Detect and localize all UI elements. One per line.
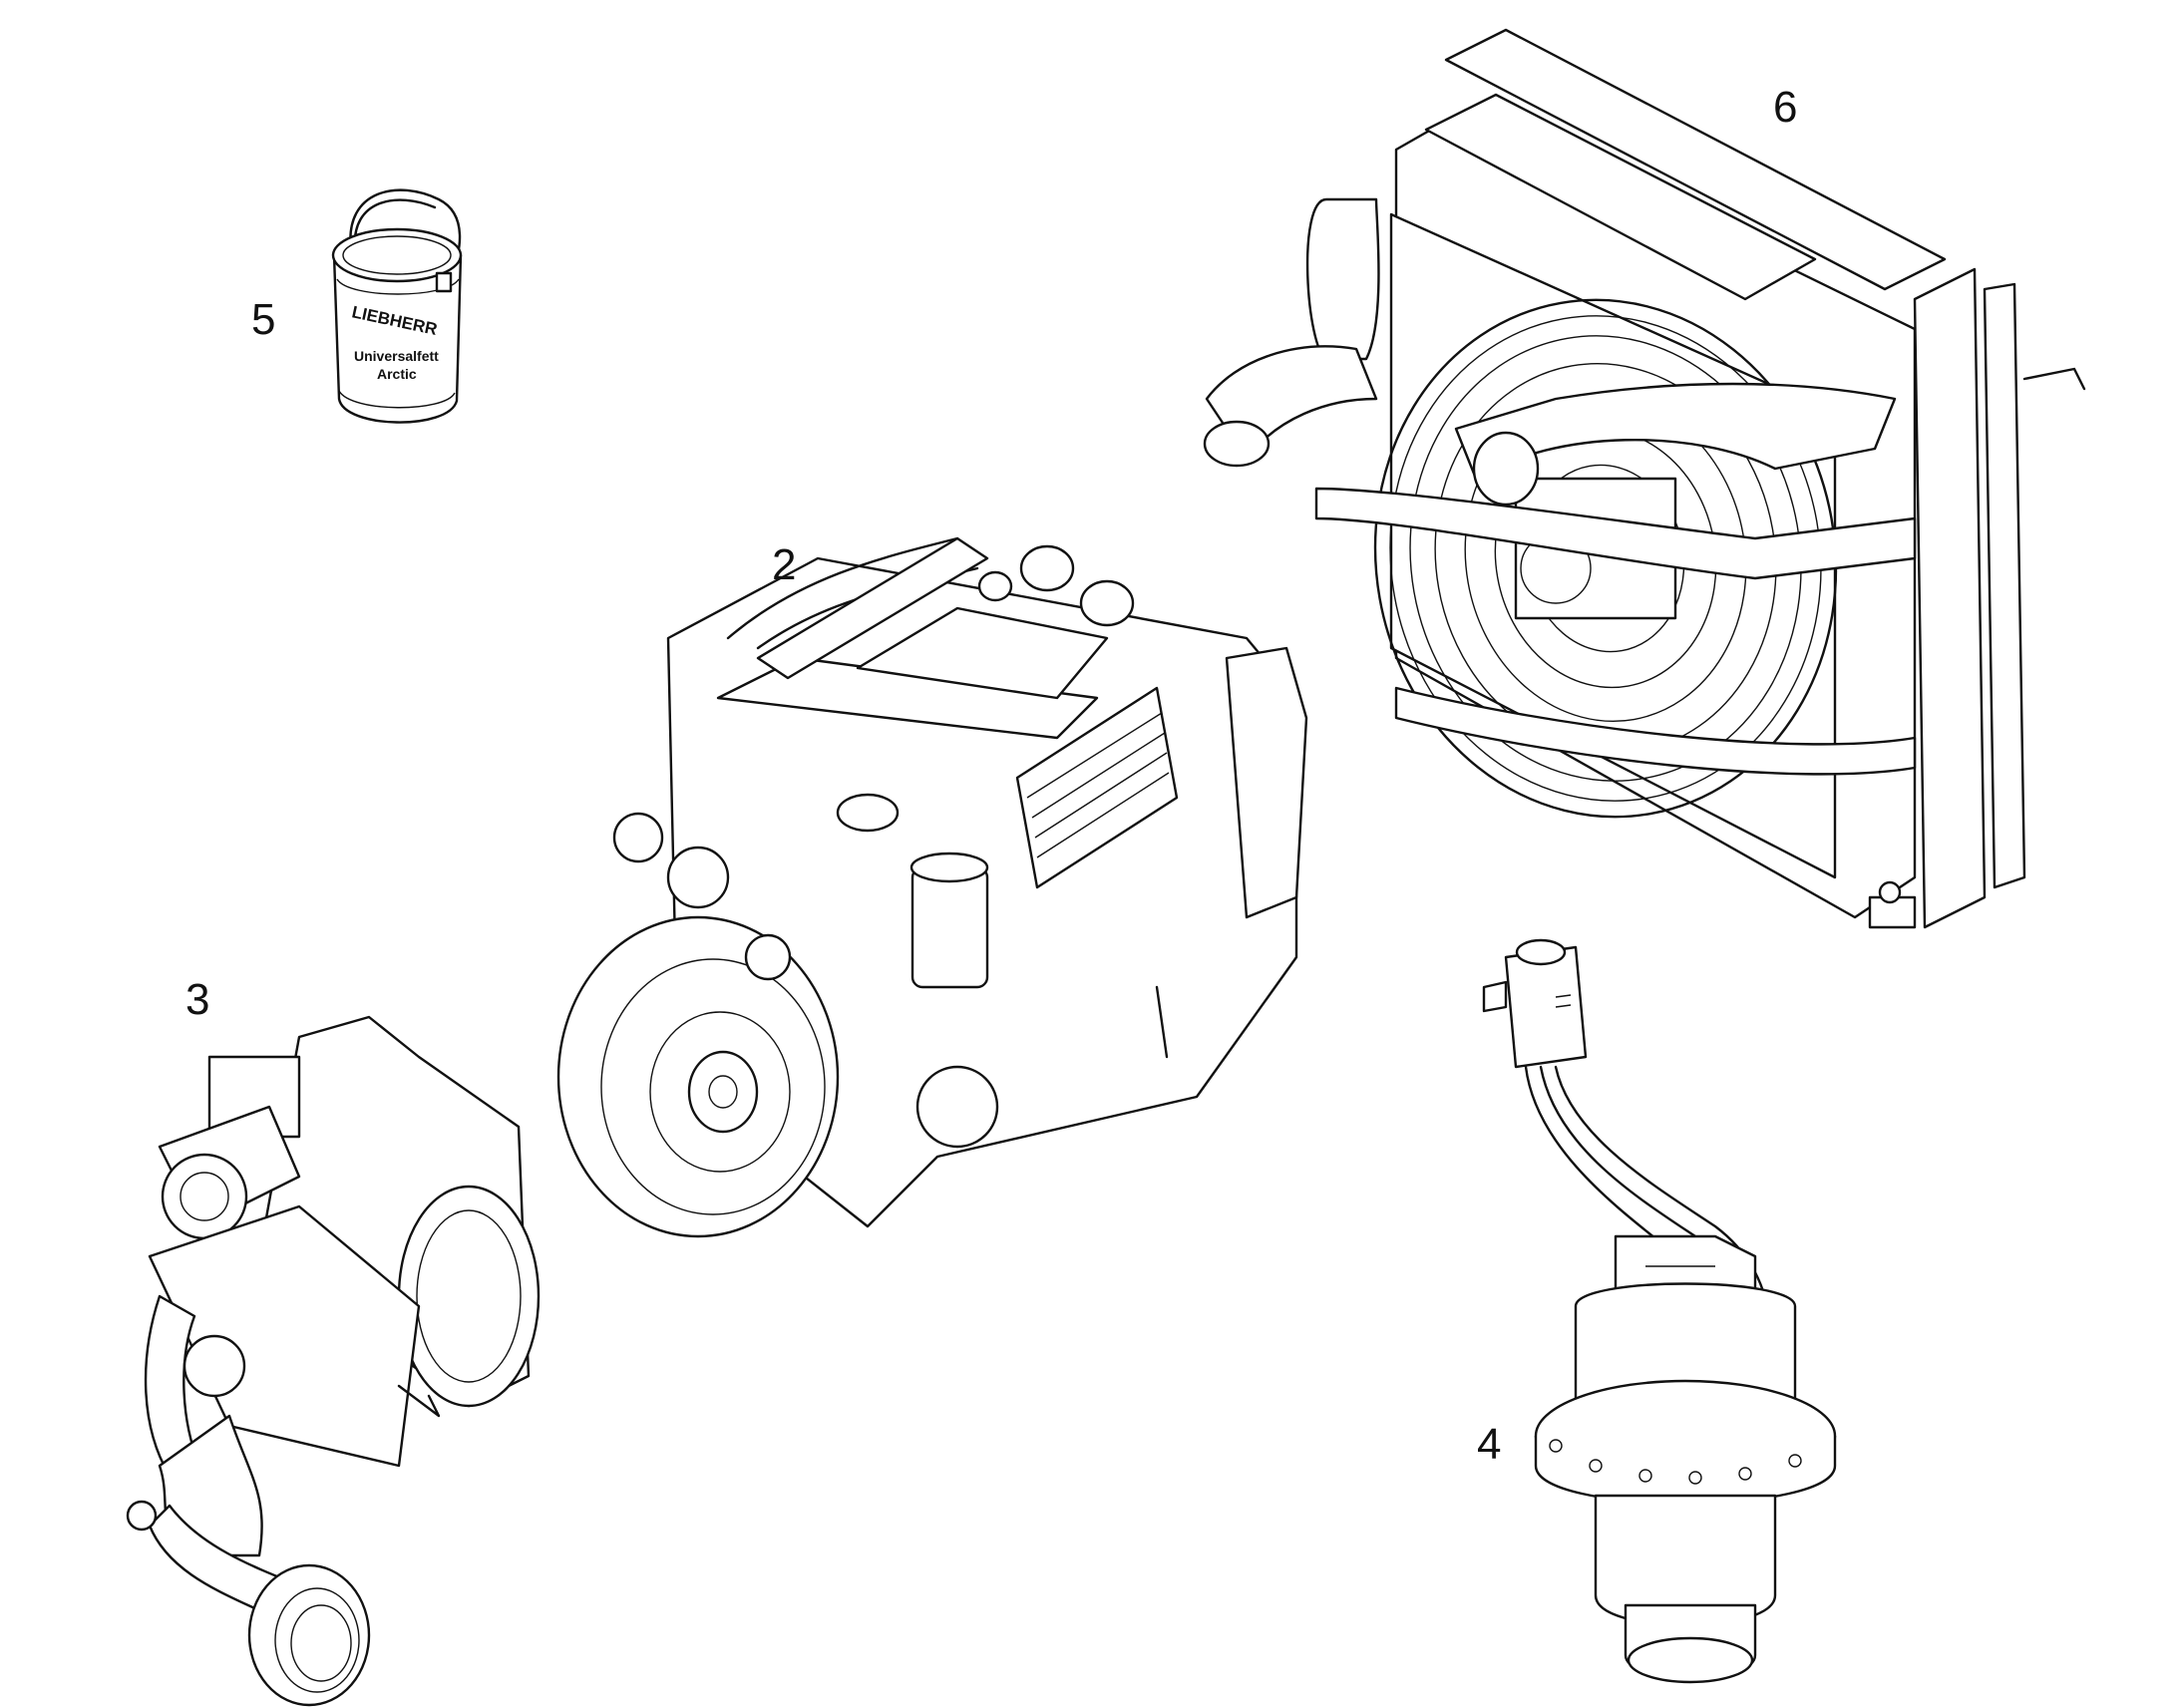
callout-6: 6 [1773,83,1797,132]
grease-can: LIEBHERR Universalfett Arctic [331,188,463,424]
callout-4: 4 [1477,1420,1501,1469]
hydraulic-pump-assembly [126,1015,541,1707]
callout-3: 3 [185,975,209,1024]
can-product-text-1: Universalfett [354,348,439,364]
travel-drive-motor [1482,938,1837,1684]
callout-2: 2 [772,540,796,589]
callout-5: 5 [251,295,275,344]
can-product-text-2: Arctic [377,366,417,382]
radiator-cooler [1203,28,2086,929]
diesel-engine [556,536,1308,1238]
